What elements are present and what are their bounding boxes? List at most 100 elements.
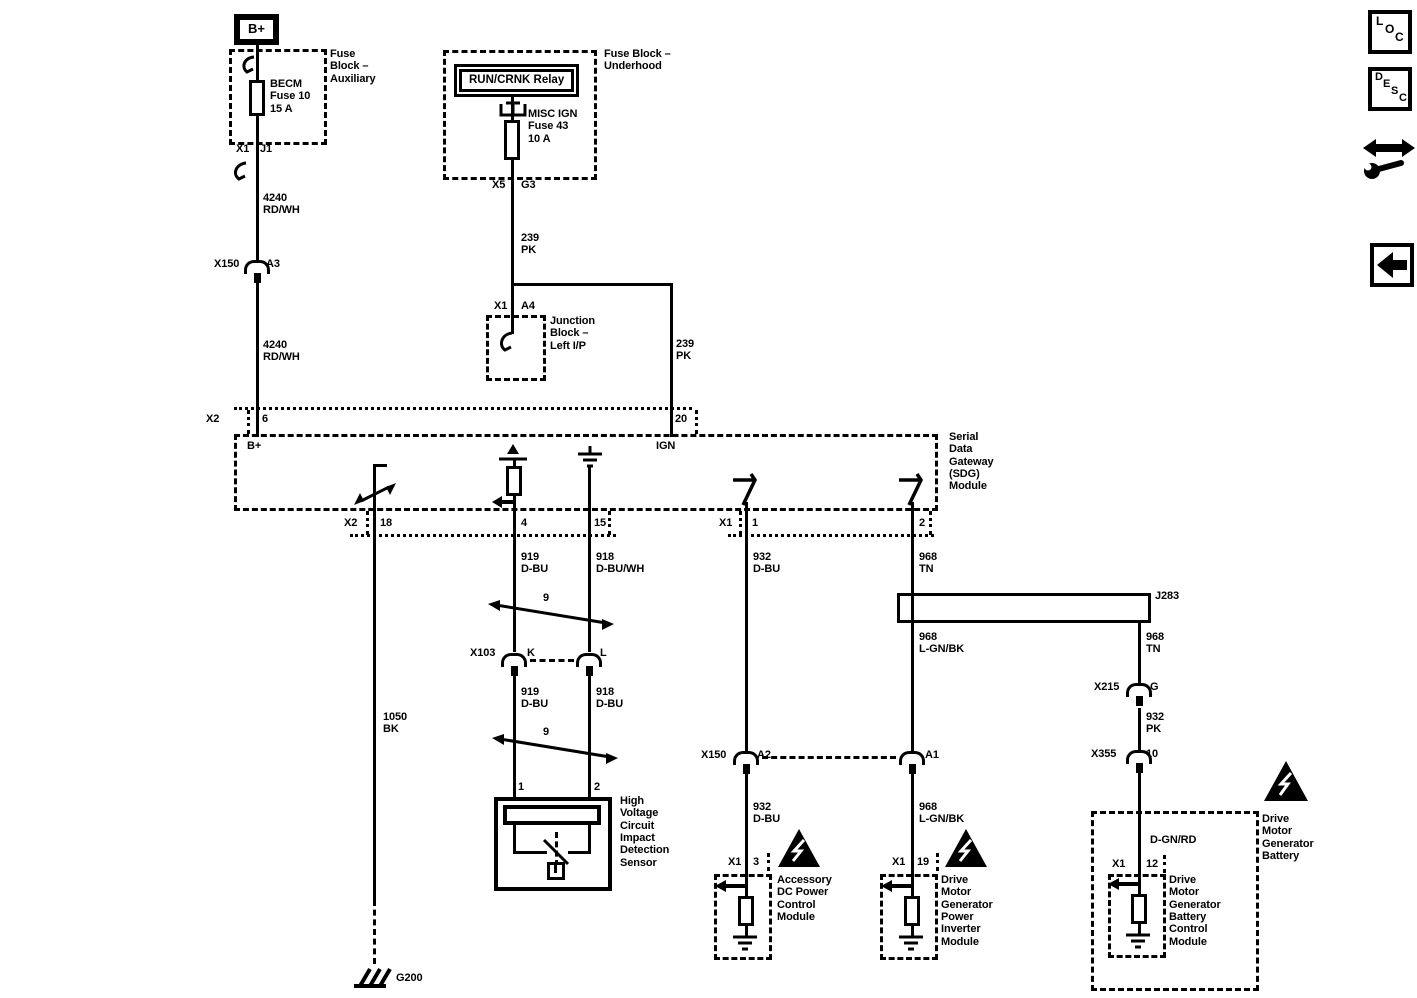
sdg-internal-bar: [374, 464, 387, 467]
sdg-pin-15: 15: [594, 517, 607, 529]
misc-ign-fuse-symbol: [504, 120, 520, 160]
twisted-pair-icon: [488, 600, 614, 630]
wire-968-lgnbk-upper-label: 968 L-GN/BK: [919, 631, 965, 656]
wire-919-lower-label: 919 D-BU: [521, 686, 549, 711]
impact-sensor-element: [503, 805, 601, 825]
connector-x1-label: X1: [494, 300, 508, 312]
desc-letter: D: [1375, 71, 1383, 83]
connector-x1-label: X1: [236, 143, 250, 155]
sdg-switch-icon: [899, 473, 924, 506]
pin-j1-label: J1: [260, 143, 273, 155]
wire-1050-dashed: [373, 900, 376, 964]
pin-a1-label: A1: [925, 749, 939, 761]
ground-symbol-icon: [578, 446, 602, 468]
g200-label: G200: [396, 972, 423, 984]
inline-connector-pin: [1136, 696, 1143, 706]
sdg-top-pin-row: [234, 407, 692, 410]
wire-1050: [373, 464, 376, 900]
wire-dgnrd-label: D-GN/RD: [1150, 834, 1197, 846]
wire-918-upper-label: 918 D-BU/WH: [596, 551, 645, 576]
chassis-ground-icon: [354, 967, 392, 988]
accessory-dc-power-module-box: [714, 874, 772, 960]
sdg-signal-arrow-icon: [492, 496, 516, 508]
wire-239-ign: [670, 283, 673, 437]
inline-connector-pin: [254, 273, 261, 283]
inline-connector-pin: [586, 666, 593, 676]
sensor-internal-wire: [588, 825, 591, 853]
module-internal-wire: [1138, 924, 1141, 934]
sdg-pin-2: 2: [919, 517, 926, 529]
pin-3-label: 3: [753, 856, 760, 868]
wire-932-pk: [1138, 708, 1141, 750]
junction-block-box: [486, 315, 546, 381]
sdg-internal-arrow-icon: [354, 483, 396, 505]
wire-918-lower: [588, 676, 591, 809]
sdg-connector-x2-top: X2: [206, 413, 220, 425]
sensor-internal-wire: [568, 851, 591, 854]
sdg-pin-18: 18: [380, 517, 393, 529]
loc-button[interactable]: L O C: [1368, 10, 1412, 54]
desc-button[interactable]: D E S C: [1368, 67, 1412, 111]
wire-968-lgnbk-lower-label: 968 L-GN/BK: [919, 801, 965, 826]
wire-968-lgnbk-lower: [911, 774, 914, 898]
pin-separator: [739, 511, 742, 535]
high-voltage-warning-icon: [778, 829, 820, 867]
inline-connector-symbol: [576, 653, 602, 667]
connector-x1-label: X1: [1112, 858, 1126, 870]
twist-count-label: 9: [543, 592, 550, 604]
inline-connector-symbol: [733, 751, 759, 765]
terminal-clip-icon: [242, 55, 255, 74]
impact-sensor-title: High Voltage Circuit Impact Detection Se…: [620, 795, 670, 869]
connector-tie-line: [530, 659, 574, 662]
inline-connector-symbol: [899, 751, 925, 765]
pin-19-label: 19: [917, 856, 930, 868]
ground-symbol-icon: [733, 935, 757, 951]
misc-ign-fuse-label: MISC IGN Fuse 43 10 A: [528, 108, 578, 145]
sensor-internal-wire: [513, 851, 547, 854]
arrows-wrench-icon[interactable]: [1361, 126, 1417, 182]
wire-4240-upper-label: 4240 RD/WH: [263, 192, 300, 217]
sdg-pullup-icon: [499, 444, 527, 461]
sdg-switch-icon: [733, 473, 758, 506]
sdg-connector-x2-bottom: X2: [344, 517, 358, 529]
terminal-clip-icon: [234, 161, 247, 181]
wire-932-upper: [745, 502, 748, 751]
wire-4240: [256, 43, 259, 437]
inverter-module-title: Drive Motor Generator Power Inverter Mod…: [941, 874, 993, 948]
becm-fuse-symbol: [249, 80, 265, 116]
connector-x150-label: X150: [214, 258, 240, 270]
pin-separator: [608, 511, 611, 535]
back-arrow-icon: [1377, 252, 1407, 278]
battery-control-module-title: Drive Motor Generator Battery Control Mo…: [1169, 874, 1221, 948]
module-internal-resistor: [1131, 894, 1147, 924]
pin-k-label: K: [527, 647, 535, 659]
inline-connector-symbol: [1126, 750, 1152, 764]
sdg-bplus-label: B+: [247, 440, 262, 452]
wire-968-upper: [911, 502, 914, 751]
signal-arrow-icon: [715, 880, 745, 892]
signal-arrow-icon: [1108, 878, 1138, 890]
pin-separator: [767, 853, 770, 871]
wire-919-upper: [513, 460, 516, 652]
sensor-actuator-link: [555, 832, 558, 866]
module-internal-resistor: [904, 896, 920, 926]
sdg-ign-label: IGN: [656, 440, 676, 452]
splice-j283-symbol: [897, 593, 1151, 623]
connector-x355-label: X355: [1091, 748, 1117, 760]
sdg-module-box: [234, 434, 938, 511]
inline-connector-symbol: [244, 260, 270, 274]
connector-x5-label: X5: [492, 179, 506, 191]
high-voltage-warning-icon: [1264, 761, 1308, 801]
becm-fuse-label: BECM Fuse 10 15 A: [270, 78, 311, 115]
desc-letter: E: [1383, 78, 1391, 90]
bplus-label: B+: [248, 21, 265, 36]
back-button[interactable]: [1370, 243, 1414, 287]
wire-239-branch: [511, 283, 673, 286]
wire-968-tn-right-label: 968 TN: [1146, 631, 1165, 656]
accelerometer-mass: [554, 865, 557, 873]
pin-separator: [695, 410, 698, 434]
wire-932-pk-label: 932 PK: [1146, 711, 1165, 736]
inverter-module-box: [880, 874, 938, 960]
connector-x103-label: X103: [470, 647, 496, 659]
